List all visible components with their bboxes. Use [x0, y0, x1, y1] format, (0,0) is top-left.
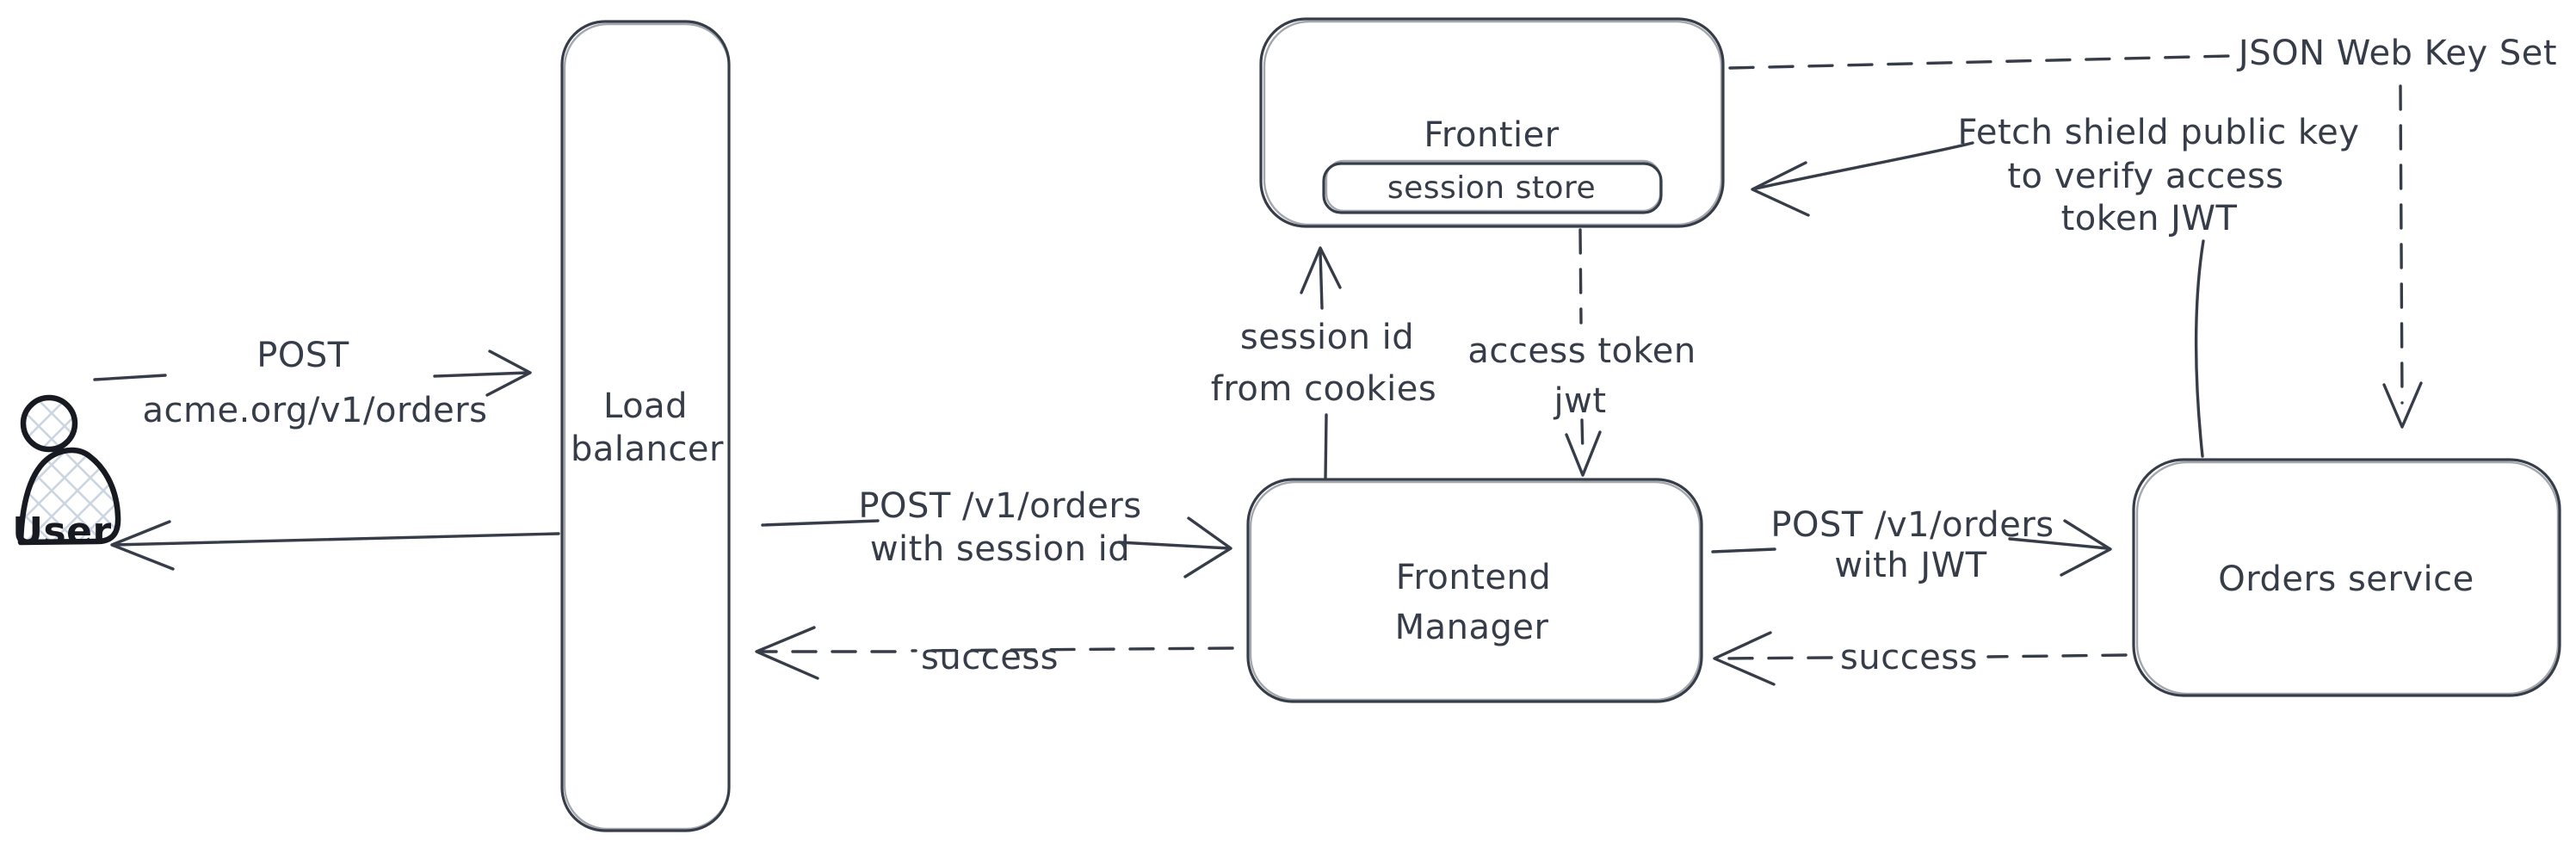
edge-label-access-token-line2: jwt	[1554, 381, 1607, 421]
edge-label-success-left: success	[921, 638, 1059, 677]
orders-service-box	[2132, 458, 2561, 697]
jwks-label: JSON Web Key Set	[2238, 34, 2558, 73]
session-store-box	[1322, 159, 1663, 214]
fetch-key-label-line3: token JWT	[2060, 199, 2238, 238]
orders-service-label: Orders service	[2218, 560, 2474, 599]
arrow-frontend-manager-to-load-balancer-success	[755, 626, 1234, 680]
arrow-load-balancer-to-user	[110, 520, 560, 571]
arrow-frontier-to-frontend-manager	[1565, 228, 1602, 477]
edge-label-lb-to-fm-line2: with session id	[869, 529, 1131, 569]
user-icon	[17, 394, 121, 546]
frontend-manager-box	[1246, 478, 1703, 703]
arrow-frontend-manager-to-orders-service	[1711, 519, 2112, 577]
edge-label-success-right: success	[1840, 638, 1978, 677]
arrow-orders-service-to-frontend-manager-success	[1713, 631, 2128, 686]
arrow-load-balancer-to-frontend-manager	[761, 516, 1232, 578]
arrow-jwks-to-orders-service	[2382, 84, 2423, 429]
load-balancer-box	[560, 20, 731, 832]
arrow-orders-service-to-frontier-fetch-key	[1751, 141, 2205, 458]
edge-label-fm-to-orders-line1: POST /v1/orders	[1770, 505, 2054, 545]
edge-label-lb-to-fm-line1: POST /v1/orders	[858, 486, 1142, 526]
frontend-manager-label-line1: Frontend	[1395, 558, 1552, 597]
arrow-user-to-load-balancer	[93, 349, 532, 397]
session-store-label: session store	[1387, 170, 1597, 206]
fetch-key-label-line1: Fetch shield public key	[1957, 113, 2360, 152]
edge-label-fm-to-orders-line2: with JWT	[1834, 546, 1987, 585]
line-frontier-to-jwks	[1728, 54, 2233, 70]
frontend-manager-label-line2: Manager	[1394, 608, 1549, 647]
edge-label-access-token-line1: access token	[1467, 331, 1696, 371]
edge-label-user-post-line2: acme.org/v1/orders	[142, 391, 488, 430]
load-balancer-label-line2: balancer	[571, 430, 724, 469]
edge-label-session-id-line1: session id	[1239, 318, 1415, 357]
arrow-frontend-manager-to-frontier	[1300, 246, 1342, 480]
edge-label-user-post-line1: POST	[256, 336, 349, 375]
edge-label-session-id-line2: from cookies	[1210, 369, 1437, 409]
frontier-label: Frontier	[1424, 115, 1560, 155]
user-label: User	[12, 510, 112, 553]
load-balancer-label-line1: Load	[603, 386, 688, 426]
fetch-key-label-line2: to verify access	[2007, 157, 2284, 196]
